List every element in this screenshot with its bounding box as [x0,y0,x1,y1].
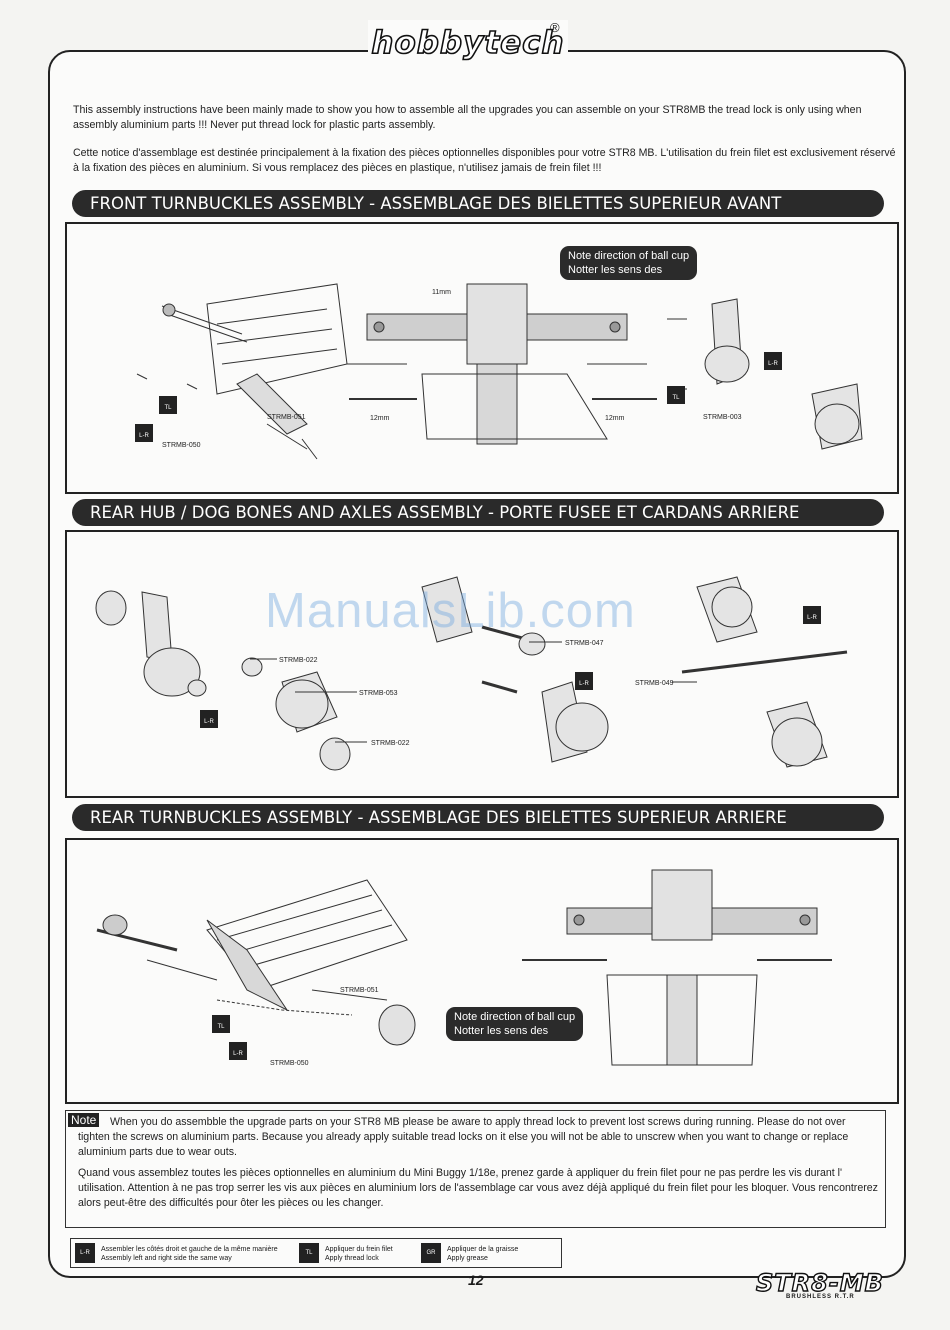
note-tag: Note [68,1113,100,1127]
lr-icon: L-R [764,352,782,370]
part-label-strmb-022: STRMB-022 [279,657,318,664]
part-label-strmb-050: STRMB-050 [270,1060,309,1067]
part-label-strmb-003: STRMB-003 [703,414,742,421]
part-label-strmb-022: STRMB-022 [371,740,410,747]
part-label-strmb-051: STRMB-051 [340,987,379,994]
tl-icon: TL [212,1015,230,1033]
section-banner-front-turnbuckles: FRONT TURNBUCKLES ASSEMBLY - ASSEMBLAGE … [72,190,884,217]
registered-mark: ® [550,20,560,35]
intro-english: This assembly instructions have been mai… [73,104,862,131]
note-box: Note When you do assembble the upgrade p… [65,1110,886,1228]
svg-text:TL: TL [672,395,680,401]
tl-icon: TL [159,396,177,414]
part-label-strmb-053: STRMB-053 [359,690,398,697]
section-banner-rear-hub: REAR HUB / DOG BONES AND AXLES ASSEMBLY … [72,499,884,526]
measure-12mm-left: 12mm [370,415,390,422]
brand-logo: hobbytech [368,20,568,66]
page-number: 12 [468,1272,484,1288]
svg-text:TL: TL [164,405,172,411]
note-text: When you do assembble the upgrade parts … [78,1115,880,1217]
grease-icon: GR [421,1243,441,1263]
front-turnbuckles-panel: TL L-R TL L-R STRMB-051 STRMB-050 STRMB-… [65,222,899,494]
lr-icon: L-R [575,672,593,690]
lr-icon: L-R [135,424,153,442]
legend-item-grease: GR Appliquer de la graisse Apply grease [421,1242,551,1266]
svg-text:L-R: L-R [579,681,589,687]
measure-11mm: 11mm [432,289,451,296]
rear-hub-diagram: L-R L-R L-R STRMB-022 STRMB-053 STRMB-02… [95,576,848,771]
model-logo: STR8-MB BRUSHLESS R.T.R [755,1269,884,1300]
lr-icon: L-R [229,1042,247,1060]
note-english: When you do assembble the upgrade parts … [78,1116,849,1158]
measure-12mm-right: 12mm [605,415,625,422]
lr-icon: L-R [75,1243,95,1263]
ball-cup-note-front: Note direction of ball cup Notter les se… [560,246,698,280]
rear-hub-panel: L-R L-R L-R STRMB-022 STRMB-053 STRMB-02… [65,530,899,798]
lr-icon: L-R [803,606,821,624]
legend: L-R Assembler les côtés droit et gauche … [70,1238,562,1268]
svg-text:L-R: L-R [807,615,817,621]
svg-text:L-R: L-R [204,719,214,725]
part-label-strmb-051: STRMB-051 [267,414,306,421]
rear-turnbuckles-panel: TL L-R STRMB-051 STRMB-050 Note directio… [65,838,899,1104]
part-label-strmb-050: STRMB-050 [162,442,201,449]
part-label-strmb-049: STRMB-049 [635,680,674,687]
front-turnbuckles-diagram: TL L-R TL L-R STRMB-051 STRMB-050 STRMB-… [135,283,863,460]
lr-icon: L-R [200,710,218,728]
tl-icon: TL [299,1243,319,1263]
section-banner-rear-turnbuckles: REAR TURNBUCKLES ASSEMBLY - ASSEMBLAGE D… [72,804,884,831]
legend-item-left-right: L-R Assembler les côtés droit et gauche … [75,1242,285,1266]
ball-cup-note-rear: Note direction of ball cup Notter les se… [446,1007,584,1041]
rear-turnbuckles-diagram: TL L-R STRMB-051 STRMB-050 [96,869,832,1067]
svg-text:TL: TL [217,1024,225,1030]
part-label-strmb-047: STRMB-047 [565,640,604,647]
intro-french: Cette notice d'assemblage est destinée p… [73,147,896,174]
svg-text:L-R: L-R [768,361,778,367]
svg-text:L-R: L-R [233,1051,243,1057]
svg-text:L-R: L-R [139,433,149,439]
legend-item-thread-lock: TL Appliquer du frein filet Apply thread… [299,1242,409,1266]
watermark: ManualsLib.com [265,584,636,638]
note-french: Quand vous assemblez toutes les pièces o… [78,1167,878,1209]
tl-icon: TL [667,386,685,404]
